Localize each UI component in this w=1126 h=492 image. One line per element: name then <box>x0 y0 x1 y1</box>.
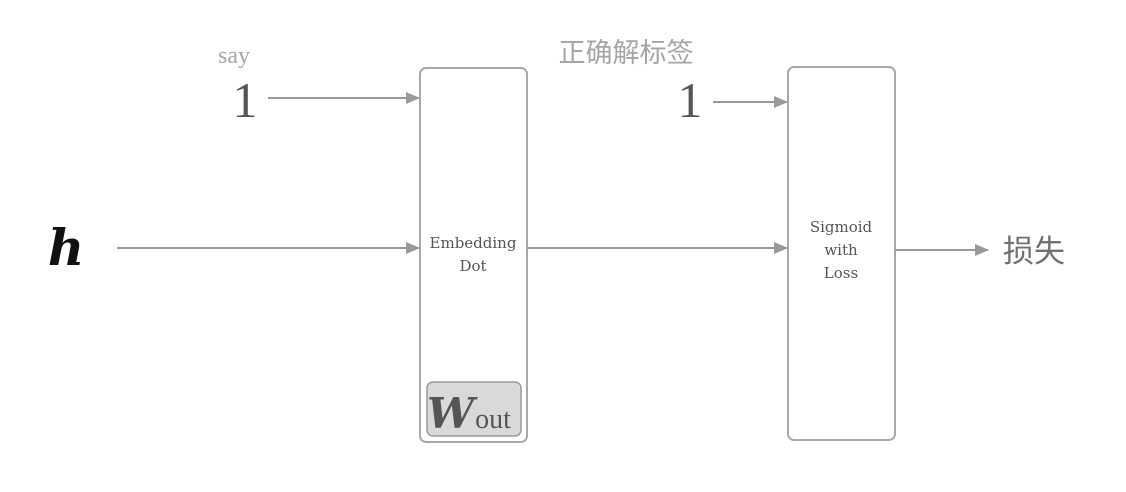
hidden-vector-symbol: h <box>48 218 84 277</box>
embedding-dot-label-line2: Dot <box>459 257 486 275</box>
sigmoid-label-line3: Loss <box>824 264 858 282</box>
sigmoid-with-loss-layer: Sigmoid with Loss <box>787 66 896 441</box>
embedding-dot-layer: Embedding Dot Wout <box>419 67 528 443</box>
label-caption: 正确解标签 <box>559 38 694 69</box>
embedding-dot-box <box>419 67 528 443</box>
word-index: 1 <box>233 72 258 128</box>
embedding-dot-label-line1: Embedding <box>430 234 517 252</box>
word-caption: say <box>218 43 250 69</box>
weight-symbol: W <box>427 389 478 438</box>
sigmoid-label-line1: Sigmoid <box>810 218 873 236</box>
weight-w-out-label: Wout <box>427 389 511 438</box>
weight-w-out-block <box>426 381 522 437</box>
sigmoid-label-line2: with <box>824 241 858 259</box>
label-value: 1 <box>678 72 703 128</box>
weight-subscript: out <box>475 404 511 435</box>
loss-label: 损失 <box>1003 234 1065 270</box>
sigmoid-with-loss-box <box>787 66 896 441</box>
